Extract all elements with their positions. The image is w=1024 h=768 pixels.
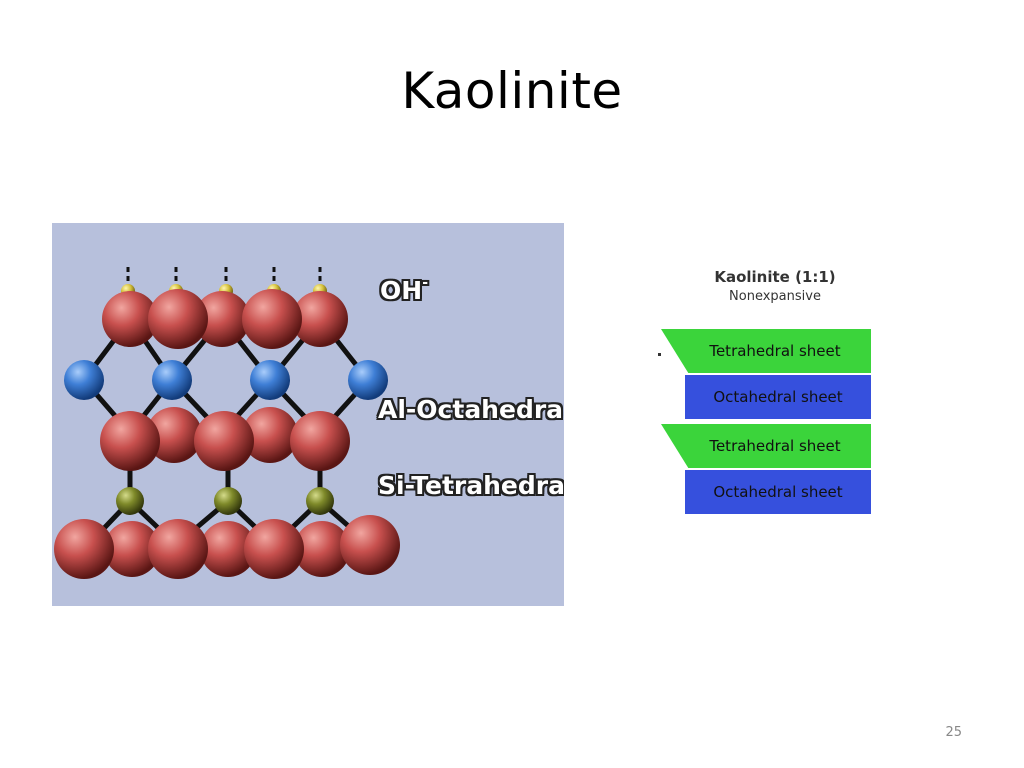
molecule-illustration: [54, 267, 400, 579]
silicon-atoms: [116, 487, 334, 515]
al-octahedra-label: Al-Octahedra: [378, 395, 564, 424]
tetrahedral-sheet: Tetrahedral sheet: [661, 424, 871, 468]
sheet-diagram-title: Kaolinite (1:1): [714, 268, 836, 286]
middle-oxygen-layer: [100, 407, 350, 471]
aluminum-atoms: [64, 360, 388, 400]
bottom-oxygen-layer: [54, 515, 400, 579]
dot-mark: [658, 353, 661, 356]
tetrahedral-sheet: Tetrahedral sheet: [661, 329, 871, 373]
kaolinite-molecule-model: OH- Al-Octahedra Si-Tetrahedra: [52, 223, 564, 606]
octahedral-sheet: Octahedral sheet: [685, 470, 871, 514]
slide-title: Kaolinite: [401, 62, 623, 120]
hydroxyl-label: OH-: [380, 275, 428, 305]
kaolinite-sheet-diagram: Kaolinite (1:1) Nonexpansive Tetrahedral…: [655, 265, 880, 525]
sheet-diagram-subtitle: Nonexpansive: [729, 289, 821, 304]
octahedral-sheet: Octahedral sheet: [685, 375, 871, 419]
hydroxyl-oxygen-layer: [102, 289, 348, 349]
page-number: 25: [945, 725, 962, 740]
si-tetrahedra-label: Si-Tetrahedra: [378, 471, 564, 500]
